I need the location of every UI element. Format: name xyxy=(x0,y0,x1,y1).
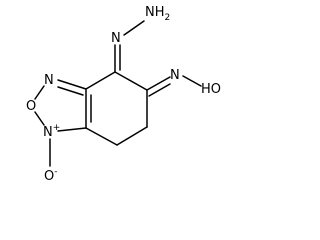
bond-n-oh xyxy=(182,75,202,87)
bond-c4-c5 xyxy=(85,71,116,90)
atom-nh2-subscript: 2 xyxy=(165,13,171,23)
atom-n-hydrazone: N xyxy=(111,31,121,46)
atom-o-oxide: O- xyxy=(44,167,57,184)
atom-o-ring: O xyxy=(26,99,36,114)
bond-c3-n-oxime-2 xyxy=(148,83,171,97)
atom-o-oxide-main: O xyxy=(44,169,54,184)
atom-nh2-main: NH xyxy=(145,5,165,20)
bond-c5-n-top xyxy=(57,79,87,90)
atom-n-oxime: N xyxy=(170,68,180,83)
bond-c1-c2 xyxy=(116,126,148,146)
atom-nh2: NH2 xyxy=(145,5,170,23)
bond-n-nh2 xyxy=(123,20,145,36)
atom-o-oxide-charge: - xyxy=(54,167,57,177)
atom-n-ring-top: N xyxy=(44,73,54,88)
bond-n-o-ring xyxy=(34,85,45,100)
molecular-structure: N NH2 N HO N O N+ O- xyxy=(26,5,221,184)
atom-n-plus-charge: + xyxy=(53,123,61,133)
bond-c1-c6 xyxy=(85,127,118,146)
atom-oh: HO xyxy=(201,82,221,97)
bond-c5-n-top-2 xyxy=(57,86,84,96)
bond-o-n-plus xyxy=(34,111,45,126)
bond-c3-c4 xyxy=(114,71,148,91)
bond-n-plus-c6 xyxy=(57,127,87,132)
atom-n-plus-main: N xyxy=(43,125,53,140)
atom-n-plus: N+ xyxy=(43,123,60,140)
bond-c3-n-oxime xyxy=(146,76,171,91)
